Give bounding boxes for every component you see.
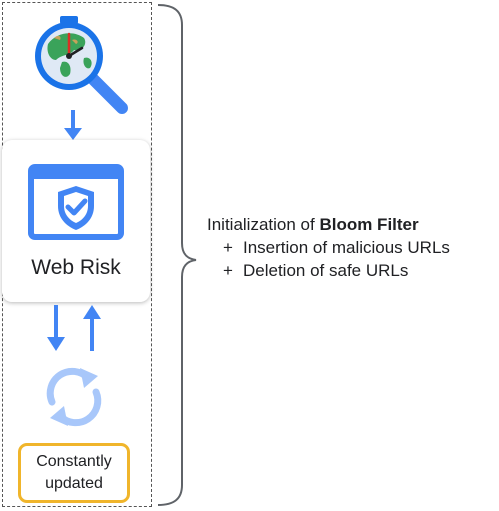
- constantly-updated-badge: Constantly updated: [18, 443, 130, 503]
- bullet-text: Insertion of malicious URLs: [243, 238, 450, 257]
- bullet-marker: +: [223, 238, 233, 257]
- description-title: Initialization of Bloom Filter: [207, 213, 450, 236]
- arrow-up-icon: [83, 305, 101, 351]
- badge-line-1: Constantly: [36, 453, 112, 470]
- list-item: + Deletion of safe URLs: [207, 259, 450, 282]
- badge-line-2: updated: [45, 475, 103, 492]
- sync-icon: [46, 367, 102, 427]
- description-block: Initialization of Bloom Filter + Inserti…: [207, 213, 450, 282]
- bullet-marker: +: [223, 261, 233, 280]
- shield-check-icon: [28, 164, 124, 240]
- web-risk-label: Web Risk: [31, 256, 121, 279]
- bullet-text: Deletion of safe URLs: [243, 261, 409, 280]
- web-scanner-magnifier-icon: [35, 16, 128, 114]
- arrow-down-icon: [64, 110, 82, 140]
- list-item: + Insertion of malicious URLs: [207, 236, 450, 259]
- title-bold: Bloom Filter: [319, 215, 419, 234]
- title-prefix: Initialization of: [207, 215, 320, 234]
- web-risk-card: Web Risk: [2, 140, 150, 302]
- curly-brace: [157, 4, 197, 506]
- arrow-down-icon: [47, 305, 65, 351]
